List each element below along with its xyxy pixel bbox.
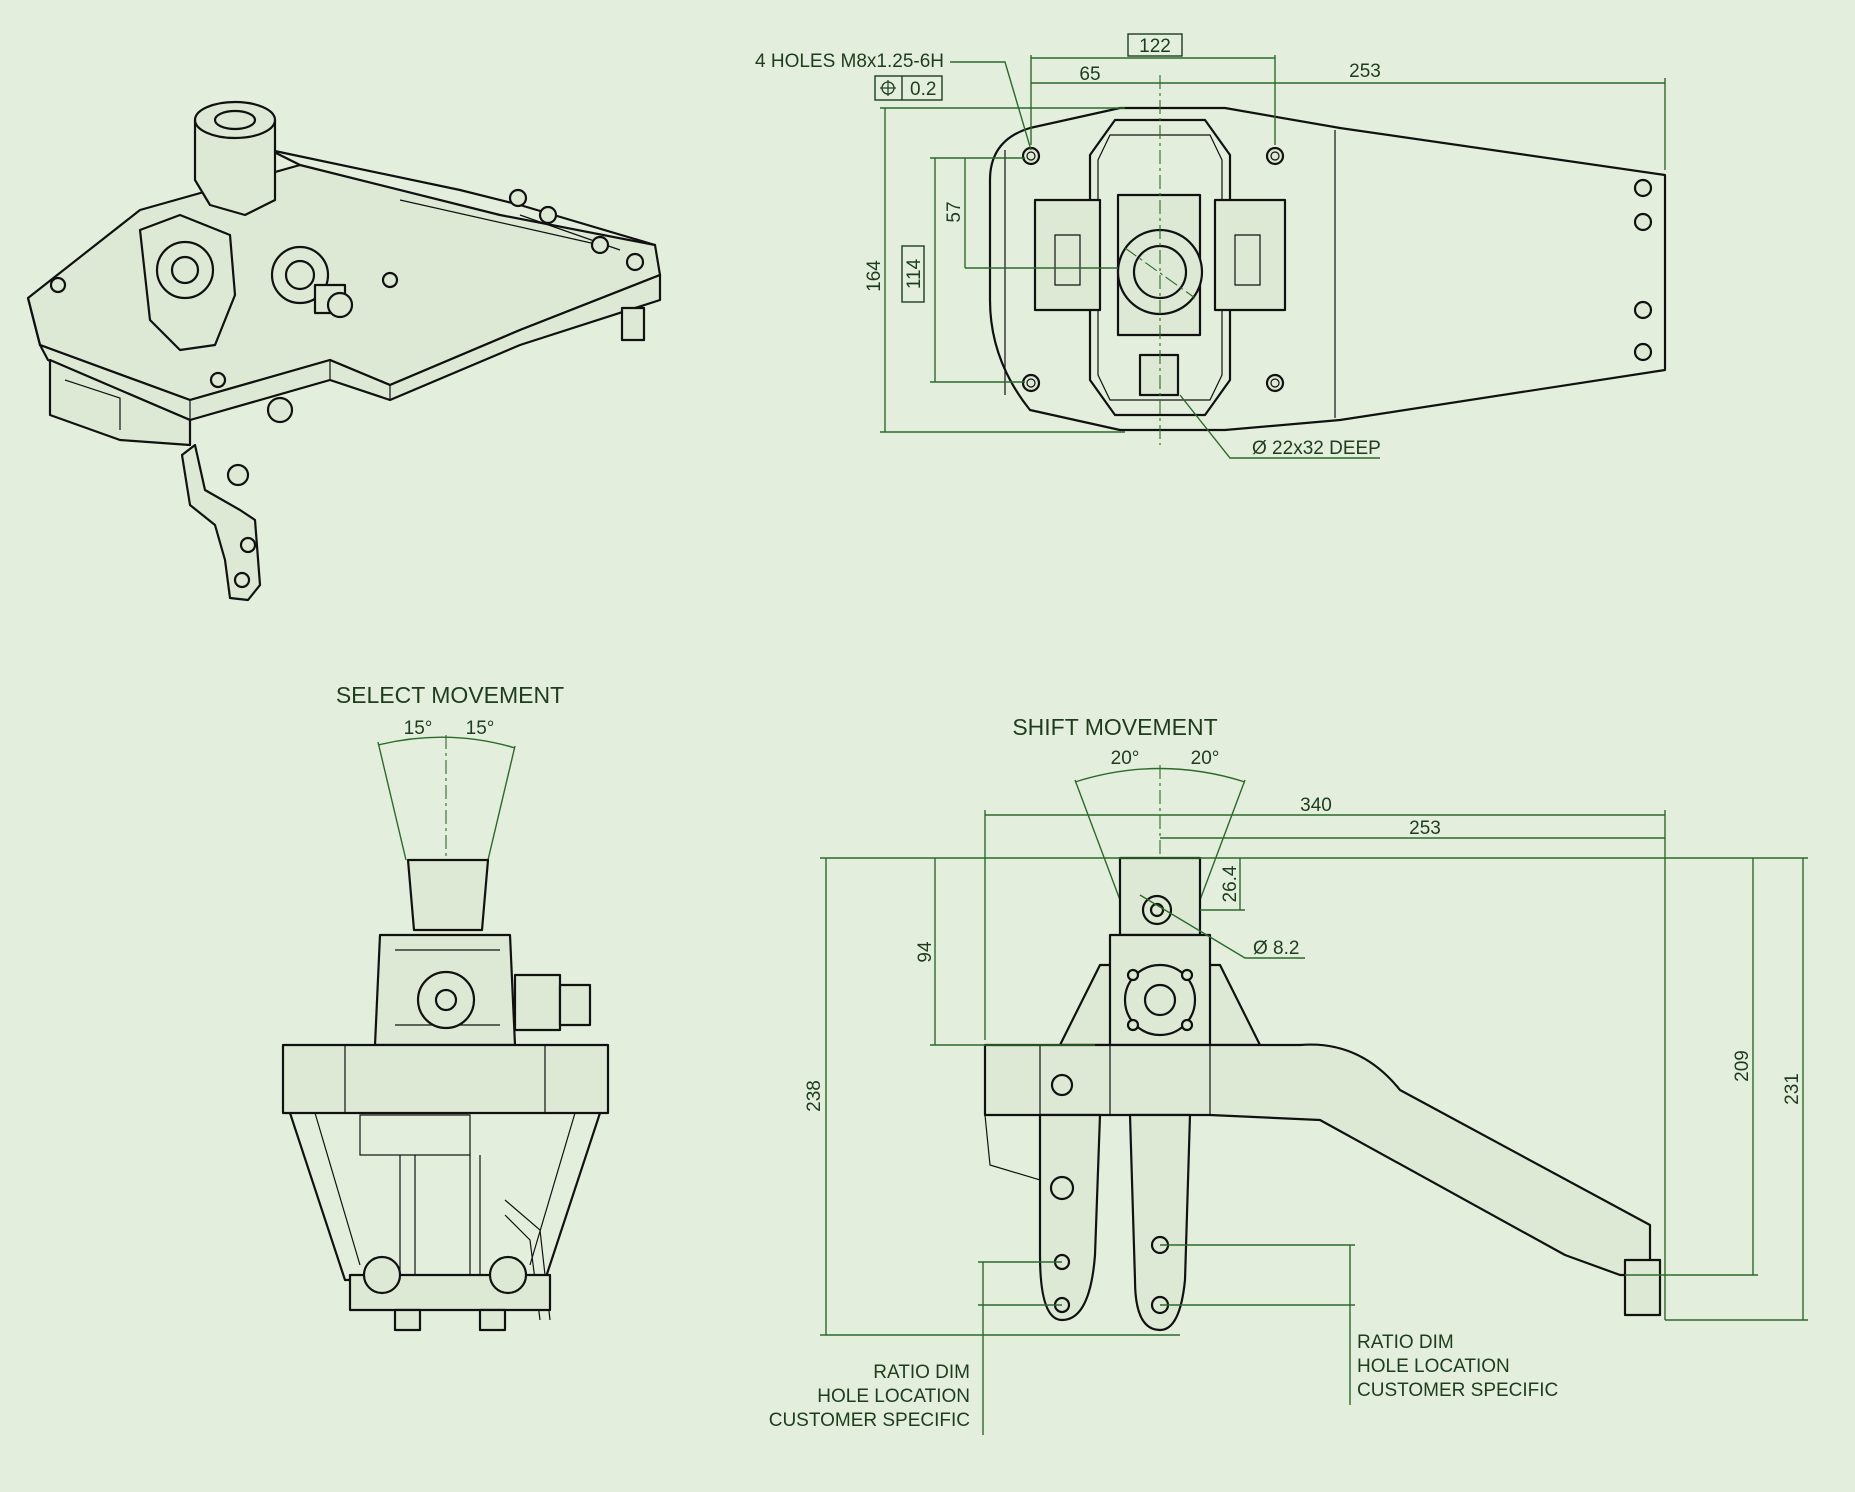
select-view	[281, 735, 610, 1332]
tolerance-value: 0.2	[910, 79, 936, 100]
dim-122: 122	[1139, 36, 1171, 57]
dim-65: 65	[1079, 64, 1100, 85]
basic-dim-frame-122	[1127, 33, 1183, 57]
select-view-annotations: SELECT MOVEMENT 15° 15°	[336, 682, 564, 739]
dim-164: 164	[864, 260, 885, 292]
isometric-view	[26, 100, 662, 602]
select-movement-title: SELECT MOVEMENT	[336, 682, 564, 708]
shift-view	[820, 765, 1808, 1435]
dim-340: 340	[1300, 795, 1332, 816]
select-angle-left: 15°	[404, 718, 433, 739]
dim-253-shift: 253	[1409, 818, 1441, 839]
ratio-note-right-line1: RATIO DIM	[1357, 1332, 1454, 1353]
tolerance-frame	[874, 75, 943, 101]
dim-253-top: 253	[1349, 61, 1381, 82]
ratio-note-right-line2: HOLE LOCATION	[1357, 1356, 1510, 1377]
dim-57: 57	[944, 201, 965, 222]
ratio-note-left-line1: RATIO DIM	[873, 1362, 970, 1383]
shift-movement-title: SHIFT MOVEMENT	[1012, 714, 1217, 740]
top-view-annotations: 4 HOLES M8x1.25-6H 0.2 122 65 253 57 114…	[755, 33, 1381, 459]
dim-114: 114	[904, 258, 925, 289]
shift-angle-left: 20°	[1111, 748, 1140, 769]
top-view	[880, 55, 1667, 459]
dim-238: 238	[804, 1080, 825, 1112]
ratio-note-right-line3: CUSTOMER SPECIFIC	[1357, 1380, 1558, 1401]
basic-dim-frame-114	[901, 245, 925, 303]
dim-231: 231	[1782, 1073, 1803, 1105]
hole-dia: Ø 8.2	[1253, 938, 1299, 959]
dim-94: 94	[915, 941, 936, 963]
dim-26-4: 26.4	[1220, 865, 1241, 902]
bore-note: Ø 22x32 DEEP	[1252, 438, 1381, 459]
select-angle-right: 15°	[466, 718, 495, 739]
shift-angle-right: 20°	[1191, 748, 1220, 769]
ratio-note-left-line2: HOLE LOCATION	[817, 1386, 970, 1407]
dim-209: 209	[1732, 1050, 1753, 1082]
holes-note: 4 HOLES M8x1.25-6H	[755, 51, 944, 72]
shift-view-annotations: SHIFT MOVEMENT 20° 20° 340 253 26.4 Ø 8.…	[769, 714, 1803, 1431]
ratio-note-left-line3: CUSTOMER SPECIFIC	[769, 1410, 970, 1431]
